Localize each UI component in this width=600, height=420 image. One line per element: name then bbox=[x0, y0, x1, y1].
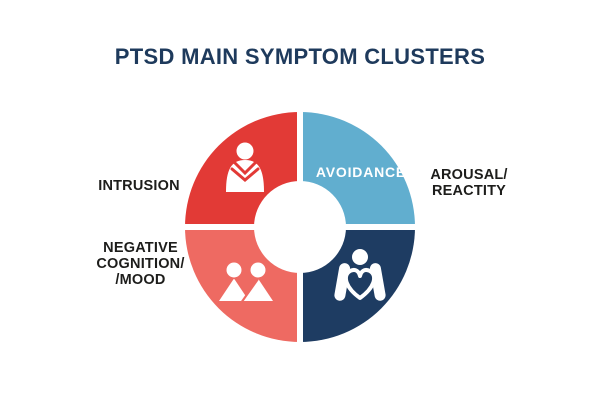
page-title: PTSD MAIN SYMPTOM CLUSTERS bbox=[114, 44, 486, 69]
person-chevron-icon bbox=[226, 142, 264, 192]
donut-hole bbox=[254, 181, 346, 273]
people-separator-line bbox=[240, 278, 259, 304]
label-arousal-line1: AROUSAL/ bbox=[430, 167, 508, 183]
label-avoidance: AVOIDANCE bbox=[315, 164, 407, 180]
label-negative-line1: NEGATIVE bbox=[103, 240, 178, 256]
label-negative-line3: /MOOD bbox=[115, 272, 166, 288]
left-person-body bbox=[219, 279, 249, 301]
label-intrusion-text: INTRUSION bbox=[98, 178, 180, 194]
right-person-head bbox=[250, 262, 266, 278]
right-person-body bbox=[243, 279, 273, 301]
person-head bbox=[236, 142, 254, 160]
hands-holding-heart-icon bbox=[334, 249, 386, 301]
label-negative-cognition-mood: NEGATIVE COGNITION/ /MOOD bbox=[68, 240, 213, 288]
chevron-stripe-1 bbox=[232, 160, 258, 176]
two-people-icon bbox=[219, 262, 273, 304]
person-torso bbox=[226, 160, 264, 192]
label-intrusion: INTRUSION bbox=[79, 178, 199, 194]
heart-outline bbox=[343, 267, 377, 300]
label-arousal-reactity: AROUSAL/ REACTITY bbox=[408, 167, 530, 199]
chevron-stripe-2 bbox=[230, 167, 260, 182]
label-negative-line2: COGNITION/ bbox=[96, 256, 185, 272]
left-person-head bbox=[226, 262, 242, 278]
heart-person-head bbox=[352, 249, 368, 265]
label-arousal-line2: REACTITY bbox=[431, 183, 507, 199]
